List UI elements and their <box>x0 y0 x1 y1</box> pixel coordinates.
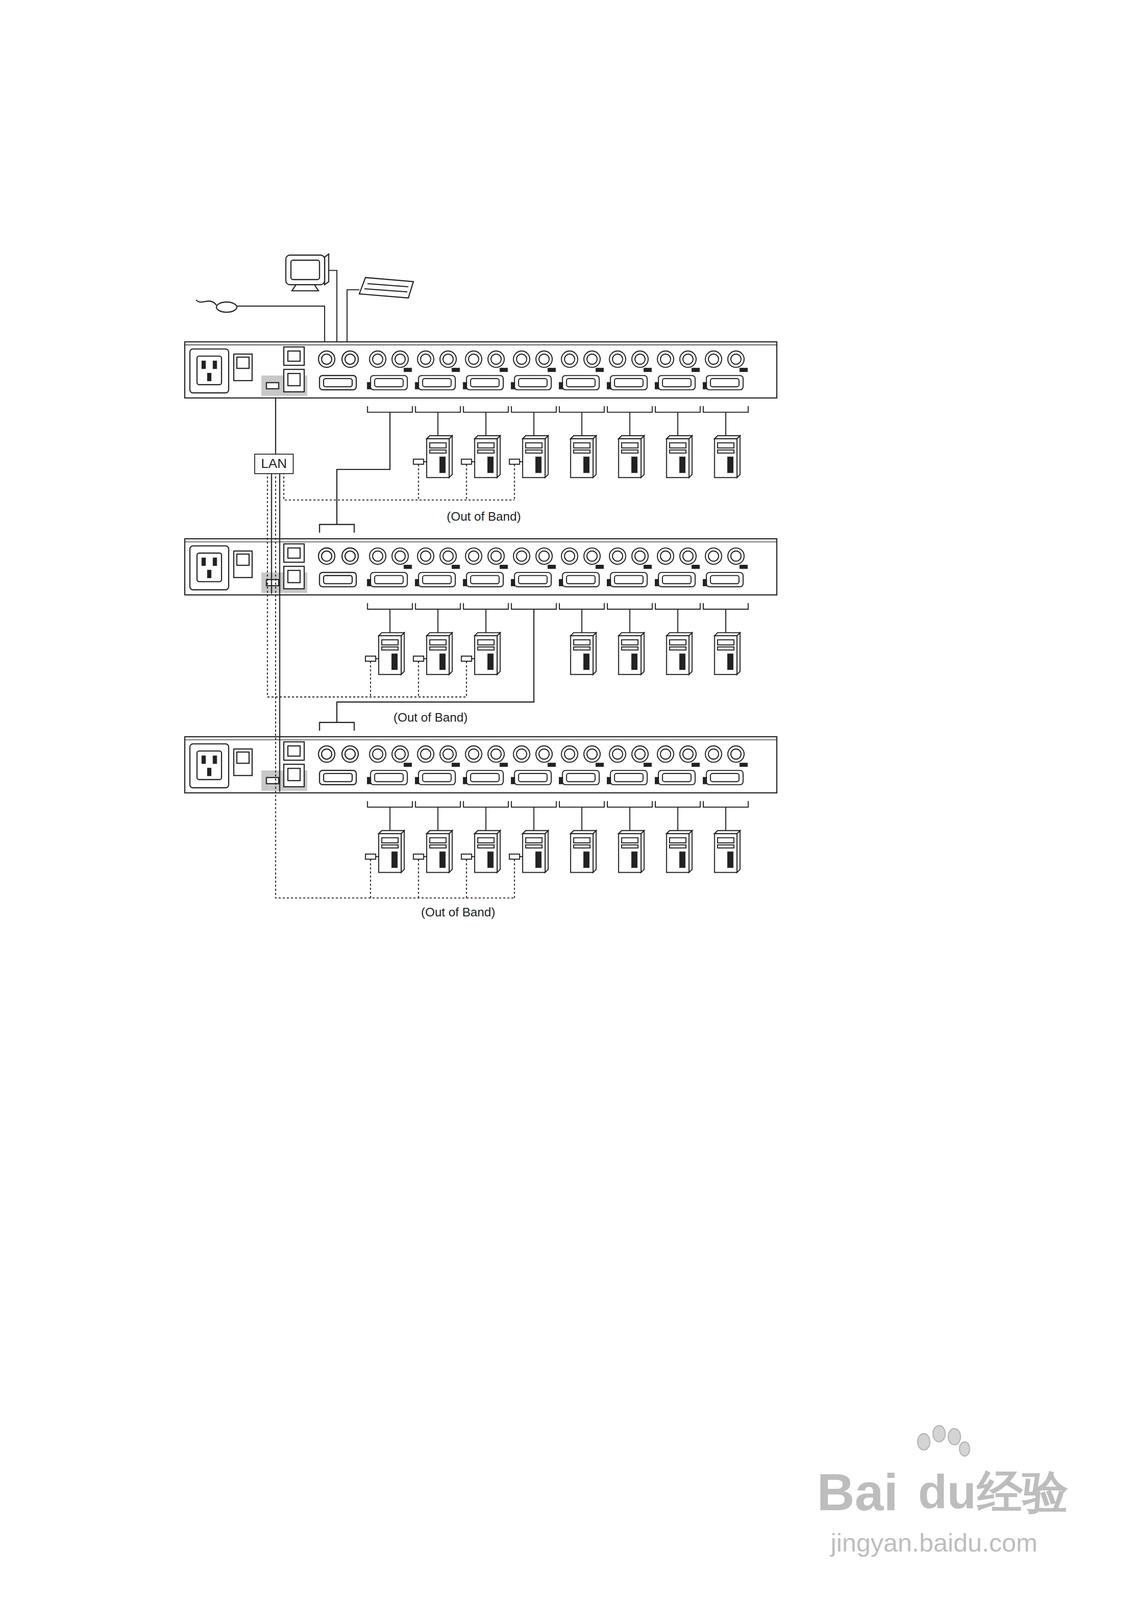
out-of-band-label: (Out of Band) <box>444 509 523 525</box>
node-label: LAN <box>260 456 288 472</box>
out-of-band-label: (Out of Band) <box>391 710 470 726</box>
watermark: 经验 <box>975 1466 1071 1519</box>
watermark: Bai <box>814 1463 901 1522</box>
watermark: jingyan.baidu.com <box>828 1528 1040 1558</box>
network-box: LAN <box>254 453 294 475</box>
watermark: du <box>916 1465 978 1519</box>
out-of-band-label: (Out of Band) <box>419 905 498 921</box>
